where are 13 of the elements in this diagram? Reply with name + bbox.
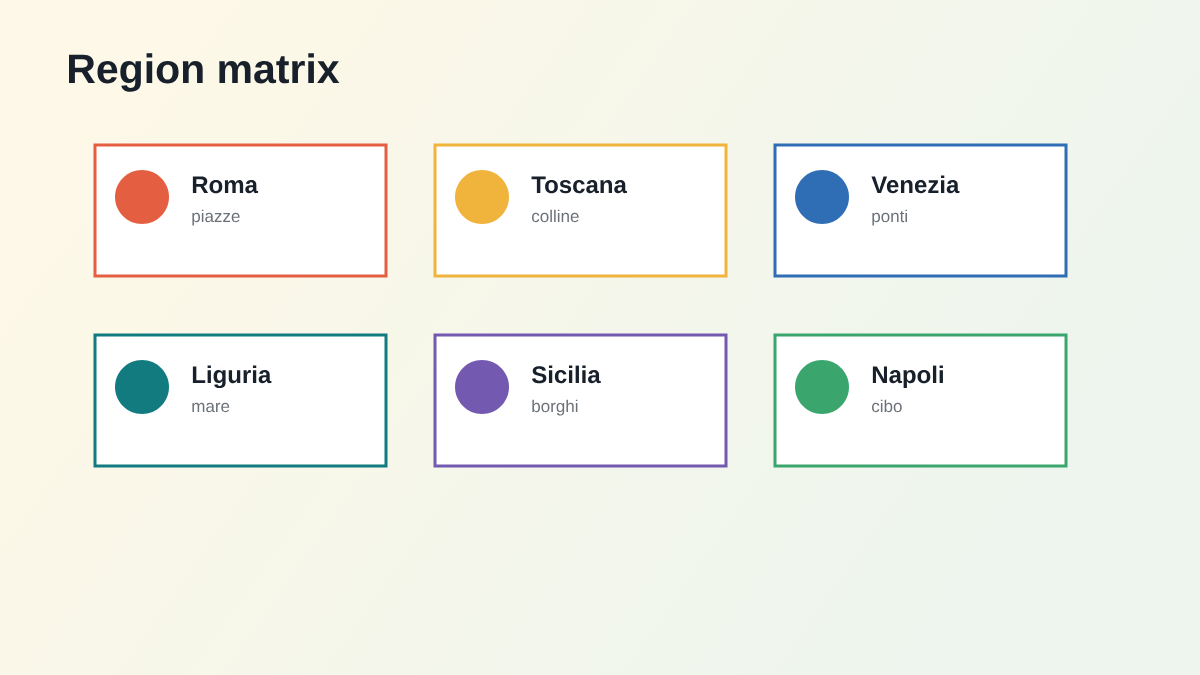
card-subtitle: piazze [192, 209, 240, 226]
card-title: Roma [192, 176, 259, 194]
card-title: Liguria [192, 365, 272, 389]
card-title: Venezia [871, 175, 960, 194]
card-title: Napoli [872, 365, 943, 388]
card-subtitle: borghi [532, 399, 578, 416]
card-subtitle: ponti [872, 209, 907, 226]
title: Region matrix [69, 53, 340, 92]
card-subtitle: cibo [872, 399, 902, 413]
card-subtitle: mare [192, 402, 230, 413]
card-title: Sicilia [531, 365, 601, 384]
card-title: Toscana [531, 176, 628, 194]
card-subtitle: colline [532, 209, 579, 223]
